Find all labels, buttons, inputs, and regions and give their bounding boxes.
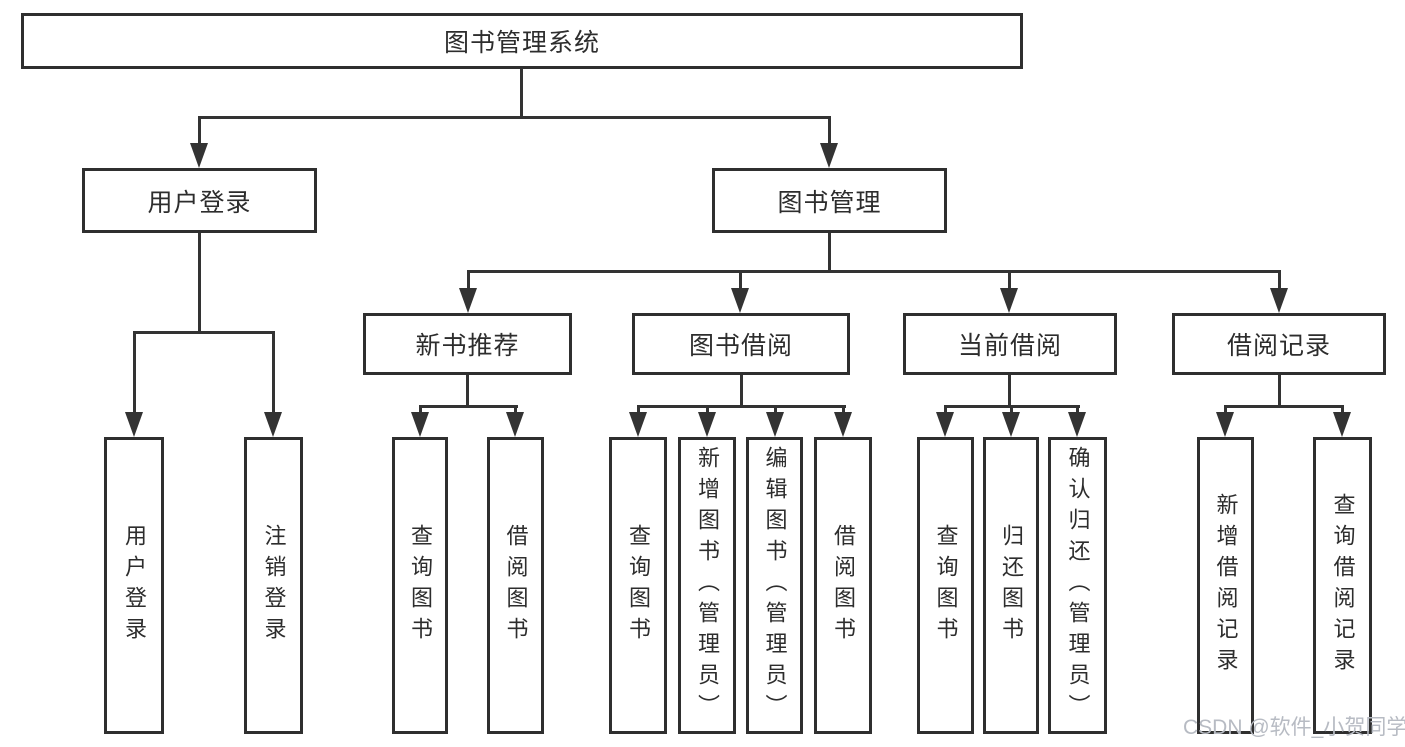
node-current-borrow-label: 当前借阅 (957, 332, 1062, 360)
node-borrow-book-recommend: 借阅图书 (487, 437, 544, 734)
node-confirm-return-admin: 确认归还（管理员） (1048, 437, 1107, 734)
arrow-down-icon (1002, 412, 1020, 437)
node-query-book-current: 查询图书 (917, 437, 974, 734)
connector-to-login-leaf (133, 331, 136, 413)
connector-new-book-splitter (419, 405, 518, 408)
arrow-down-icon (766, 412, 784, 437)
node-query-borrow-record-label: 查询借阅记录 (1330, 492, 1356, 679)
connector-leaf-drop (1224, 405, 1227, 414)
arrow-down-icon (1068, 412, 1086, 437)
node-edit-book-admin-label: 编辑图书（管理员） (762, 446, 788, 725)
connector-borrow-record-splitter (1224, 405, 1344, 408)
connector-leaf-drop (419, 405, 422, 414)
node-query-borrow-record: 查询借阅记录 (1313, 437, 1372, 734)
arrow-down-icon (459, 288, 477, 313)
connector-book-borrow-splitter (637, 405, 846, 408)
node-query-book-current-label: 查询图书 (933, 523, 959, 648)
node-add-book-admin-label: 新增图书（管理员） (695, 446, 720, 725)
connector-current-borrow-stem (1008, 375, 1011, 408)
node-new-book-recommend: 新书推荐 (363, 313, 572, 375)
connector-to-borrow-record (1278, 270, 1281, 290)
arrow-down-icon (1333, 412, 1351, 437)
node-user-login-label: 用户登录 (122, 523, 147, 648)
arrow-down-icon (698, 412, 716, 437)
csdn-watermark: CSDN @软件_小贺同学 (1183, 716, 1405, 739)
node-logout-login-label: 注销登录 (261, 523, 287, 648)
node-borrow-record-label: 借阅记录 (1226, 332, 1331, 360)
connector-book-mgmt-stem (828, 233, 831, 273)
arrow-down-icon (936, 412, 954, 437)
connector-leaf-drop (706, 405, 709, 414)
node-edit-book-admin: 编辑图书（管理员） (746, 437, 803, 734)
node-system-root: 图书管理系统 (21, 13, 1023, 69)
arrow-down-icon (125, 412, 143, 437)
node-book-borrow: 图书借阅 (632, 313, 850, 375)
connector-user-login-stem (198, 233, 201, 333)
connector-to-book-borrow (739, 270, 742, 290)
arrow-down-icon (629, 412, 647, 437)
connector-book-mgmt-splitter (467, 270, 1281, 273)
node-borrow-book-recommend-label: 借阅图书 (503, 523, 529, 648)
arrow-down-icon (1000, 288, 1018, 313)
arrow-down-icon (264, 412, 282, 437)
arrow-down-icon (411, 412, 429, 437)
node-add-borrow-record: 新增借阅记录 (1197, 437, 1254, 734)
connector-leaf-drop (774, 405, 777, 414)
connector-leaf-drop (1341, 405, 1344, 414)
node-user-login-group: 用户登录 (82, 168, 317, 233)
node-add-borrow-record-label: 新增借阅记录 (1213, 492, 1239, 679)
connector-new-book-stem (466, 375, 469, 408)
node-book-borrow-label: 图书借阅 (688, 332, 793, 360)
node-confirm-return-admin-label: 确认归还（管理员） (1065, 446, 1091, 725)
connector-leaf-drop (514, 405, 517, 414)
node-return-book: 归还图书 (983, 437, 1039, 734)
node-logout-login: 注销登录 (244, 437, 303, 734)
node-user-login: 用户登录 (104, 437, 164, 734)
node-query-book-borrow: 查询图书 (609, 437, 667, 734)
arrow-down-icon (190, 143, 208, 168)
node-user-login-group-label: 用户登录 (147, 188, 252, 217)
connector-root-stem (520, 68, 523, 118)
arrow-down-icon (834, 412, 852, 437)
node-borrow-book: 借阅图书 (814, 437, 872, 734)
arrow-down-icon (731, 288, 749, 313)
connector-leaf-drop (637, 405, 640, 414)
connector-leaf-drop (842, 405, 845, 414)
arrow-down-icon (820, 143, 838, 168)
node-query-book-recommend-label: 查询图书 (408, 523, 433, 648)
node-book-management: 图书管理 (712, 168, 947, 233)
arrow-down-icon (506, 412, 524, 437)
node-return-book-label: 归还图书 (999, 523, 1024, 648)
connector-to-book-management (828, 116, 831, 144)
node-current-borrow: 当前借阅 (903, 313, 1117, 375)
node-add-book-admin: 新增图书（管理员） (678, 437, 736, 734)
node-borrow-book-label: 借阅图书 (831, 523, 856, 648)
connector-root-splitter (198, 116, 831, 119)
connector-to-logout-leaf (272, 331, 275, 413)
node-borrow-record: 借阅记录 (1172, 313, 1386, 375)
connector-to-current-borrow (1008, 270, 1011, 290)
node-query-book-recommend: 查询图书 (392, 437, 448, 734)
connector-leaf-drop (1076, 405, 1079, 414)
connector-leaf-drop (1010, 405, 1013, 414)
connector-book-borrow-stem (740, 375, 743, 408)
connector-to-new-book (467, 270, 470, 290)
arrow-down-icon (1216, 412, 1234, 437)
node-system-root-label: 图书管理系统 (443, 29, 600, 57)
node-query-book-borrow-label: 查询图书 (626, 523, 651, 648)
connector-borrow-record-stem (1278, 375, 1281, 408)
node-new-book-recommend-label: 新书推荐 (415, 332, 520, 360)
connector-user-login-splitter (133, 331, 275, 334)
connector-to-user-login-group (198, 116, 201, 144)
connector-leaf-drop (944, 405, 947, 414)
arrow-down-icon (1270, 288, 1288, 313)
node-book-management-label: 图书管理 (777, 188, 882, 217)
